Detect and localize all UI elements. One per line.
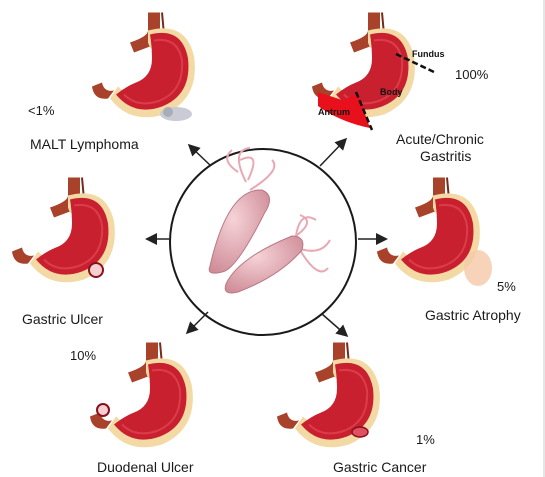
label-gastric-ulcer: Gastric Ulcer [22, 311, 103, 327]
label-gastric-cancer: Gastric Cancer [333, 459, 427, 475]
ulcer-spot [88, 262, 104, 278]
percent-malt: <1% [28, 103, 55, 118]
stomach-duodenal-ulcer [88, 341, 194, 449]
h-pylori-bacteria-icon [208, 147, 331, 294]
label-gastritis-line2: Gastritis [420, 148, 472, 164]
arrow-to-cancer [321, 313, 349, 337]
arrow-to-gastritis [319, 137, 348, 167]
region-antrum: Antrum [318, 107, 350, 117]
percent-atrophy: 5% [497, 279, 516, 294]
region-fundus: Fundus [412, 49, 445, 59]
tumor-spot [351, 426, 369, 438]
duodenal-ulcer-spot [96, 403, 110, 417]
atrophy-spot [464, 250, 492, 286]
percent-gastritis: 100% [455, 67, 489, 82]
label-gastritis-line1: Acute/Chronic [396, 131, 484, 147]
stomach-malt [90, 11, 196, 121]
label-duodenal-ulcer: Duodenal Ulcer [97, 459, 194, 475]
label-gastric-atrophy: Gastric Atrophy [425, 307, 521, 323]
arrow-to-malt [187, 143, 212, 167]
percent-duodenal: 10% [70, 348, 97, 363]
percent-cancer: 1% [416, 432, 435, 447]
region-body: Body [380, 87, 403, 97]
arrow-to-duodenal-ulcer [185, 311, 209, 335]
label-malt-lymphoma: MALT Lymphoma [30, 136, 139, 152]
antrum-boundary [354, 91, 374, 131]
fundus-boundary [395, 52, 435, 74]
center-circle [169, 148, 357, 336]
antrum-region [318, 92, 370, 128]
